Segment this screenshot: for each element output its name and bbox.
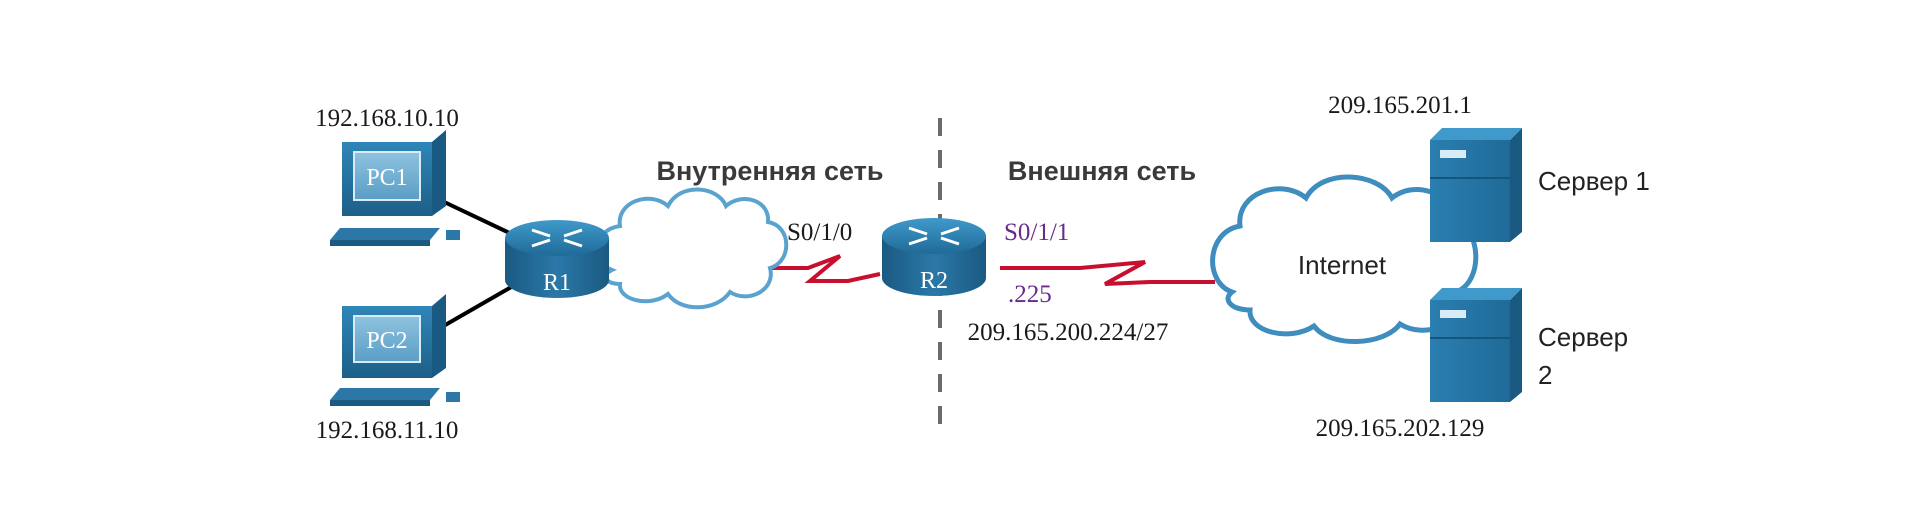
pc1-monitor-side — [432, 130, 446, 216]
link-pc2-r1 — [439, 280, 521, 330]
router-r1[interactable]: R1 — [505, 220, 609, 298]
r2-top — [882, 218, 986, 254]
server-2[interactable] — [1430, 288, 1522, 402]
server2-name-line2: 2 — [1538, 360, 1552, 390]
r1-arrows-icon — [531, 228, 583, 248]
server1-ip: 209.165.201.1 — [1328, 92, 1472, 119]
pc1-mouse — [446, 230, 460, 240]
r1-serial-interface-label: S0/1/0 — [787, 219, 852, 246]
r2-serial-interface-label: S0/1/1 — [1004, 219, 1069, 246]
pc2-label: PC2 — [366, 328, 407, 354]
server-1[interactable] — [1430, 128, 1522, 242]
outside-network-address: 209.165.200.224/27 — [968, 319, 1169, 346]
serial-link-r1-r2 — [760, 254, 881, 283]
inside-network-label: Внутренняя сеть — [656, 156, 883, 186]
router-r2[interactable]: R2 — [882, 218, 986, 296]
pc1[interactable]: PC1 — [330, 130, 460, 246]
pc2-ip: 192.168.11.10 — [316, 417, 459, 444]
pc1-ip: 192.168.10.10 — [315, 105, 459, 132]
r2-label: R2 — [920, 268, 948, 294]
r2-arrows-icon — [908, 226, 960, 246]
pc2[interactable]: PC2 — [330, 294, 460, 406]
server1-top — [1430, 128, 1522, 140]
internet-cloud[interactable]: Internet — [1210, 174, 1479, 344]
r1-top — [505, 220, 609, 256]
pc1-keyboard — [330, 228, 440, 240]
serial-link-r2-internet — [1000, 260, 1215, 286]
pc2-screen — [353, 315, 421, 363]
server2-side — [1510, 288, 1522, 402]
pc2-keyboard — [330, 388, 440, 400]
pc2-mouse — [446, 392, 460, 402]
server1-name: Сервер 1 — [1538, 166, 1650, 196]
server2-name-line1: Сервер — [1538, 322, 1628, 352]
pc1-screen — [353, 151, 421, 201]
link-pc1-r1 — [439, 198, 521, 240]
pc2-monitor-side — [432, 294, 446, 378]
server2-bay — [1440, 310, 1466, 318]
pc1-keyboard-edge — [330, 240, 430, 246]
outside-network-label: Внешняя сеть — [1008, 156, 1196, 186]
r1-label: R1 — [543, 270, 571, 296]
inside-cloud — [595, 187, 789, 310]
pc1-label: PC1 — [366, 165, 407, 191]
server2-ip: 209.165.202.129 — [1316, 415, 1485, 442]
server1-side — [1510, 128, 1522, 242]
pc2-keyboard-edge — [330, 400, 430, 406]
server2-top — [1430, 288, 1522, 300]
internet-label: Internet — [1298, 250, 1387, 280]
server1-bay — [1440, 150, 1466, 158]
r2-host-address-label: .225 — [1008, 281, 1052, 308]
